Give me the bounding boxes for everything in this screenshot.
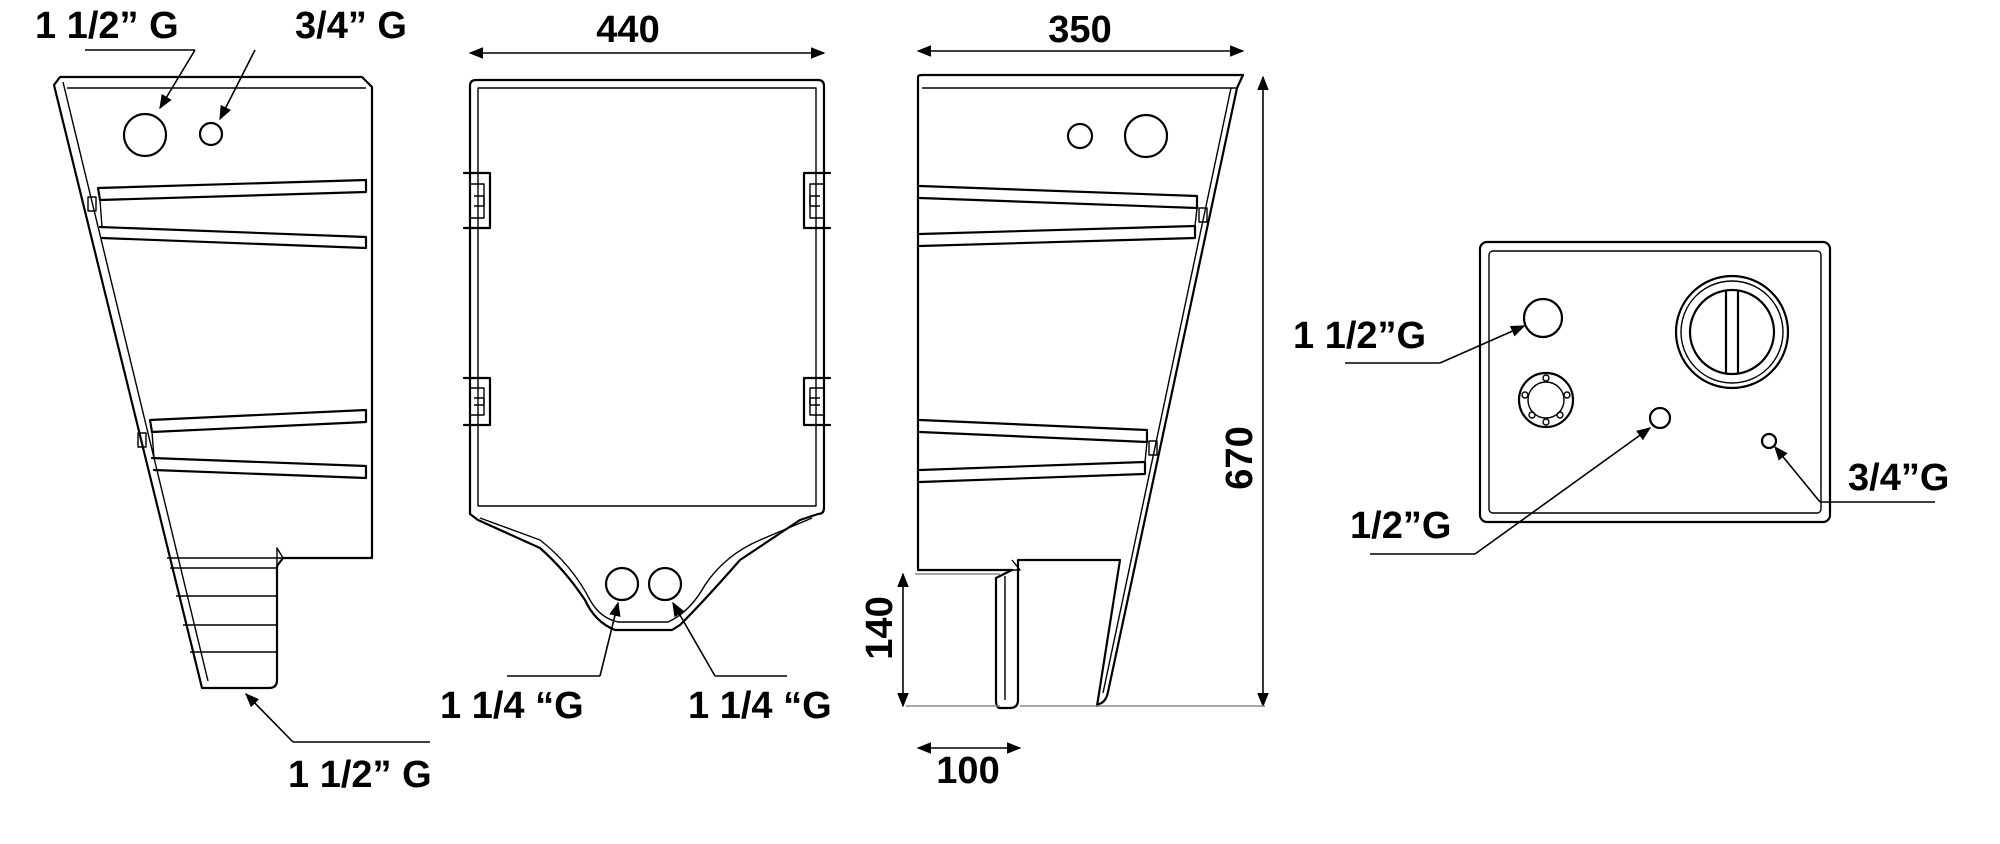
label-top-small: 3/4”G bbox=[1848, 457, 1949, 499]
callout-top-small: 3/4”G bbox=[1774, 445, 1949, 503]
label-side-bottom: 1 1/2” G bbox=[288, 754, 432, 796]
dimension-width-spout: 100 bbox=[916, 742, 1022, 792]
callout-side-top-large: 1 1/2” G bbox=[35, 5, 196, 110]
label-top-large: 1 1/2”G bbox=[1293, 315, 1426, 357]
filler-cap bbox=[1674, 274, 1790, 390]
callout-front-bottom-left: 1 1/4 “G bbox=[440, 601, 621, 727]
dimension-label-670: 670 bbox=[1219, 426, 1261, 489]
label-front-bottom-right: 1 1/4 “G bbox=[688, 685, 832, 727]
dimension-label-350: 350 bbox=[1048, 9, 1111, 51]
clip-bottom-right bbox=[802, 376, 832, 427]
dimension-height-total: 670 bbox=[1020, 75, 1269, 708]
side-view-left bbox=[52, 75, 374, 690]
label-front-bottom-left: 1 1/4 “G bbox=[440, 685, 584, 727]
label-side-top-small: 3/4” G bbox=[295, 5, 407, 47]
dimension-width-front: 440 bbox=[468, 9, 826, 59]
port-right-large bbox=[1123, 113, 1169, 159]
callout-side-top-small: 3/4” G bbox=[219, 5, 407, 121]
label-side-top-large: 1 1/2” G bbox=[35, 5, 179, 47]
label-top-medium: 1/2”G bbox=[1350, 505, 1451, 547]
port-front-right bbox=[647, 566, 683, 602]
callout-top-large: 1 1/2”G bbox=[1293, 315, 1526, 364]
port-top-small bbox=[1760, 432, 1778, 450]
clip-top-right bbox=[802, 171, 832, 230]
callout-top-medium: 1/2”G bbox=[1350, 427, 1652, 555]
port-top-large bbox=[1522, 297, 1564, 339]
dimension-label-100: 100 bbox=[936, 750, 999, 792]
side-view-right bbox=[916, 73, 1245, 710]
front-view bbox=[462, 78, 832, 632]
port-top-medium bbox=[1648, 406, 1672, 430]
sender-flange bbox=[1517, 371, 1575, 429]
top-view bbox=[1478, 240, 1832, 524]
clip-bottom-left bbox=[462, 376, 492, 427]
dimension-label-140: 140 bbox=[859, 596, 901, 659]
port-side-small bbox=[198, 121, 224, 147]
dimension-height-spout: 140 bbox=[859, 572, 1000, 708]
port-side-large bbox=[122, 112, 168, 158]
callout-side-bottom: 1 1/2” G bbox=[244, 692, 432, 796]
port-front-left bbox=[604, 566, 640, 602]
port-right-small bbox=[1066, 122, 1094, 150]
clip-top-left bbox=[462, 171, 492, 230]
dimension-label-440: 440 bbox=[596, 9, 659, 51]
dimension-width-side: 350 bbox=[916, 9, 1245, 57]
callout-front-bottom-right: 1 1/4 “G bbox=[672, 601, 832, 727]
